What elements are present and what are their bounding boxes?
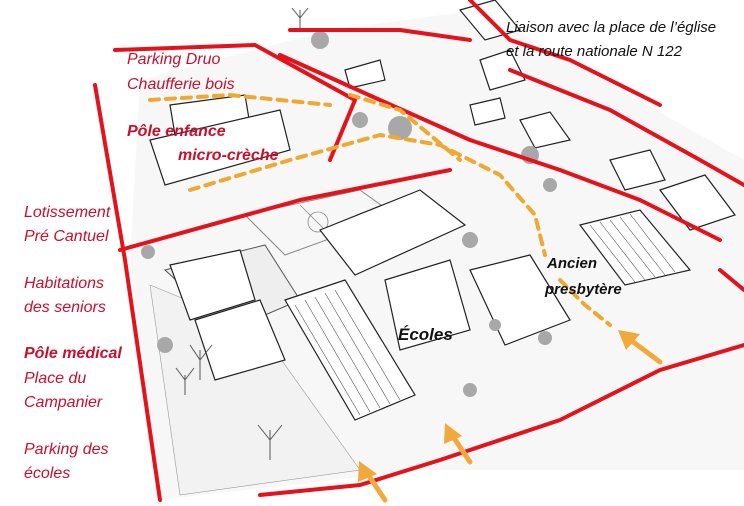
label-chaufferie: Chaufferie bois xyxy=(127,76,235,93)
road-south xyxy=(258,343,744,497)
road-north-east xyxy=(278,53,722,242)
label-habitations-l1: Habitations xyxy=(24,275,105,292)
label-parking-ecoles-l1: Parking des xyxy=(24,441,109,458)
label-micro-creche: micro-crèche xyxy=(178,147,279,164)
label-pole-enfance: Pôle enfance xyxy=(127,123,226,140)
building-east-house-1 xyxy=(609,149,666,191)
label-habitations-l2: des seniors xyxy=(24,299,106,316)
building-east-large xyxy=(578,209,692,286)
label-parking-druo: Parking Druo xyxy=(127,51,221,68)
label-campanier: Campanier xyxy=(24,394,103,411)
access-arrow-south-center xyxy=(444,423,473,465)
label-presbytere: presbytère xyxy=(545,281,622,298)
building-east-house-2 xyxy=(659,174,736,231)
building-ecoles-center xyxy=(384,259,471,351)
access-arrows xyxy=(358,330,663,503)
building-north-house-3 xyxy=(519,111,572,149)
label-place-du: Place du xyxy=(24,370,87,387)
road-east-spur xyxy=(718,268,744,292)
buildings xyxy=(149,0,736,421)
road-east-outer xyxy=(508,68,744,187)
building-small-mid xyxy=(469,97,506,126)
label-pole-medical: Pôle médical xyxy=(24,345,122,362)
road-north-lane xyxy=(118,168,452,252)
label-ecoles: Écoles xyxy=(398,325,453,344)
access-arrow-east xyxy=(618,330,663,365)
road-north-top xyxy=(468,0,662,107)
trees xyxy=(141,31,557,397)
building-main-school xyxy=(319,189,467,276)
label-lotissement: Lotissement xyxy=(24,204,111,221)
building-school-wing xyxy=(169,249,256,321)
pedestrian-path xyxy=(148,92,612,327)
bare-trees xyxy=(175,7,309,460)
building-ecoles-hatched xyxy=(284,279,416,421)
label-liaison-line2: et la route nationale N 122 xyxy=(506,43,682,60)
access-arrow-south-west xyxy=(358,461,388,503)
road-outlines xyxy=(93,0,744,502)
label-parking-ecoles-l2: écoles xyxy=(24,465,71,482)
label-liaison-line1: Liaison avec la place de l’église xyxy=(506,19,717,36)
building-pole-enfance xyxy=(149,109,291,186)
label-ancien: Ancien xyxy=(547,255,598,272)
road-upper-curve xyxy=(113,43,357,162)
building-small-north xyxy=(344,59,386,89)
label-pre-cantuel: Pré Cantuel xyxy=(24,228,109,245)
road-west-boundary xyxy=(93,83,162,502)
road-north-inner xyxy=(288,28,472,42)
building-west-block xyxy=(194,299,286,381)
building-north-house-2 xyxy=(479,49,526,91)
roof-hatching xyxy=(294,213,676,416)
